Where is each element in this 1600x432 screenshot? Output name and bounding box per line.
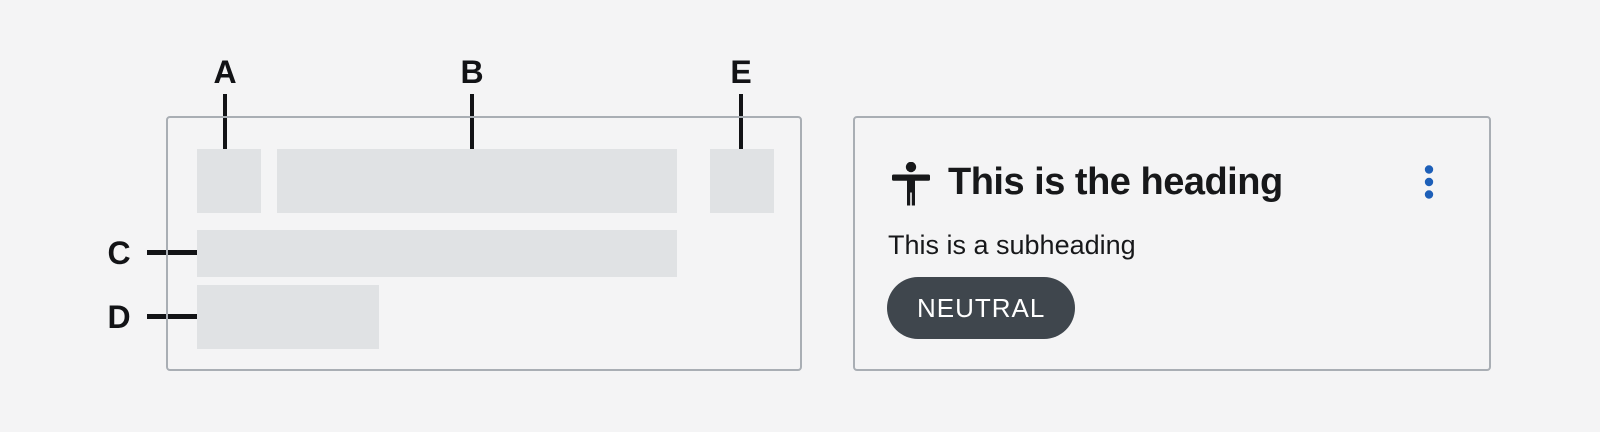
placeholder-block-b <box>277 149 677 213</box>
placeholder-block-d <box>197 285 379 349</box>
annotation-line-d <box>147 314 236 319</box>
card-subheading: This is a subheading <box>888 230 1136 260</box>
accessibility-person-icon <box>892 161 930 206</box>
kebab-menu-icon[interactable] <box>1424 165 1434 199</box>
annotation-line-e <box>739 94 743 177</box>
annotation-label-a: A <box>213 54 237 90</box>
annotation-label-c: C <box>107 235 131 271</box>
placeholder-block-a <box>197 149 261 213</box>
annotation-line-b <box>470 94 474 177</box>
annotation-line-a <box>223 94 227 177</box>
annotation-label-b: B <box>460 54 484 90</box>
annotation-line-c <box>147 250 236 255</box>
anatomy-wireframe-card <box>166 116 802 371</box>
status-badge: NEUTRAL <box>887 277 1076 339</box>
example-card: This is the heading This is a subheading… <box>853 116 1491 371</box>
annotation-label-e: E <box>730 54 752 90</box>
placeholder-block-c <box>197 230 677 277</box>
placeholder-block-e <box>710 149 774 213</box>
status-badge-label: NEUTRAL <box>917 292 1046 323</box>
annotation-label-d: D <box>107 299 131 335</box>
card-heading: This is the heading <box>948 161 1283 203</box>
